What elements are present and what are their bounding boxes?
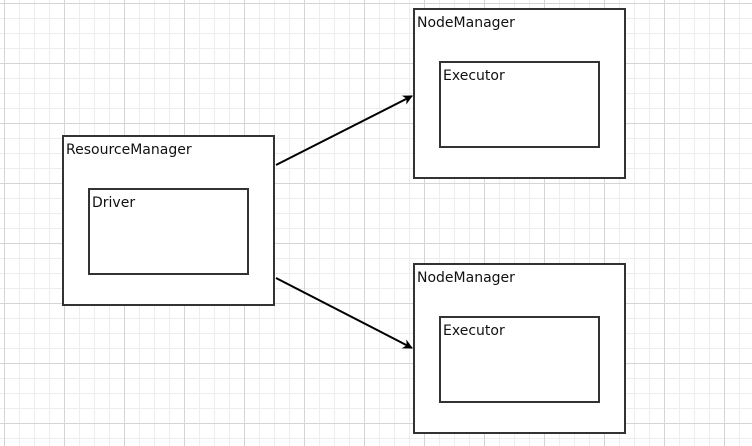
node-manager-1-label: NodeManager bbox=[417, 15, 515, 31]
arrow-to-node-manager-1[interactable] bbox=[275, 95, 413, 166]
resource-manager-label: ResourceManager bbox=[66, 142, 192, 158]
arrow-to-node-manager-2[interactable] bbox=[275, 277, 413, 349]
driver-box[interactable]: Driver bbox=[88, 188, 249, 275]
node-manager-2-label: NodeManager bbox=[417, 270, 515, 286]
executor-2-label: Executor bbox=[443, 323, 505, 339]
driver-label: Driver bbox=[92, 195, 136, 211]
executor-2-box[interactable]: Executor bbox=[439, 316, 600, 403]
executor-1-box[interactable]: Executor bbox=[439, 61, 600, 148]
executor-1-label: Executor bbox=[443, 68, 505, 84]
